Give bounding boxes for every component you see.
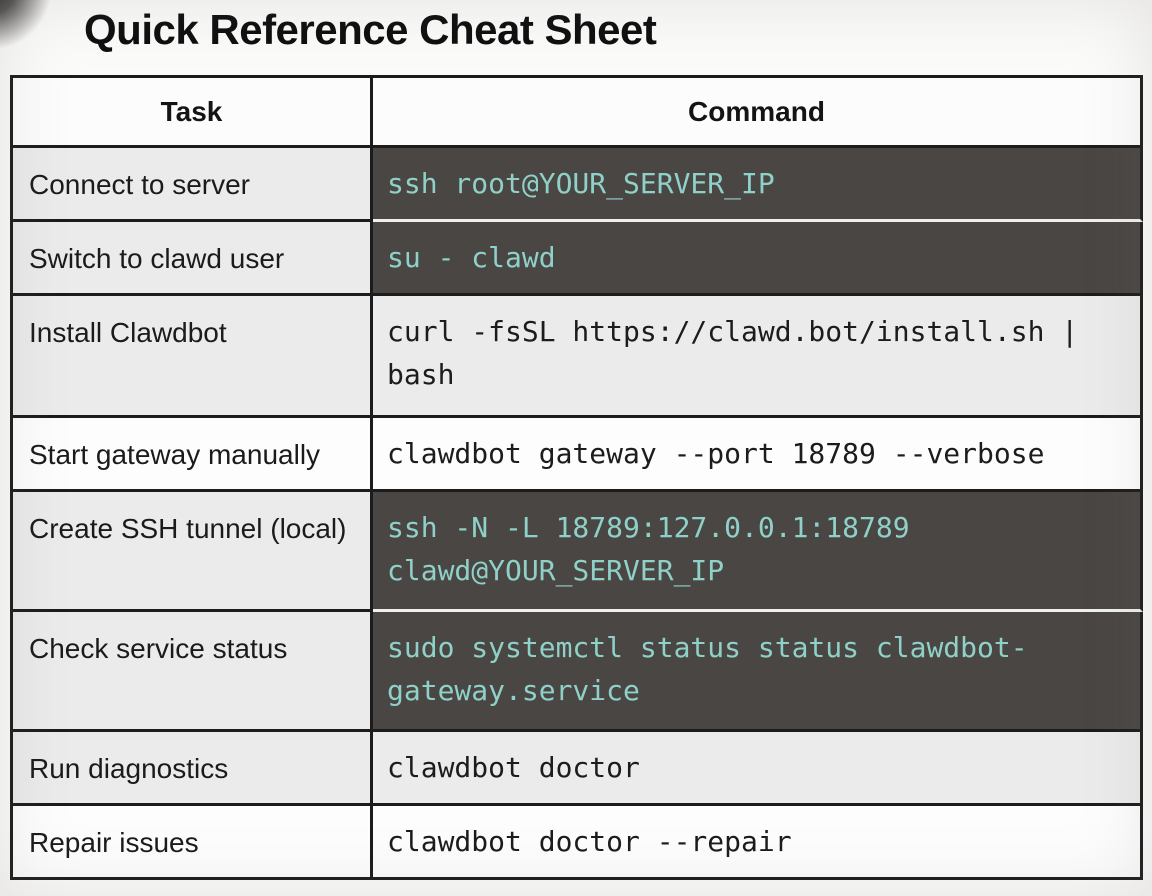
- cheat-sheet-table: Task Command Connect to server ssh root@…: [10, 75, 1143, 880]
- table-row: Install Clawdbot curl -fsSL https://claw…: [13, 296, 1143, 418]
- task-cell: Create SSH tunnel (local): [13, 492, 373, 612]
- command-cell: sudo systemctl status status clawdbot-ga…: [373, 612, 1143, 732]
- task-cell: Start gateway manually: [13, 418, 373, 492]
- corner-dark-artifact: [0, 0, 90, 80]
- task-cell: Switch to clawd user: [13, 222, 373, 296]
- table-row: Start gateway manually clawdbot gateway …: [13, 418, 1143, 492]
- command-cell: curl -fsSL https://clawd.bot/install.sh …: [373, 296, 1143, 418]
- command-cell: clawdbot gateway --port 18789 --verbose: [373, 418, 1143, 492]
- task-cell: Connect to server: [13, 148, 373, 222]
- table-row: Check service status sudo systemctl stat…: [13, 612, 1143, 732]
- table-row: Switch to clawd user su - clawd: [13, 222, 1143, 296]
- command-cell: ssh root@YOUR_SERVER_IP: [373, 148, 1143, 222]
- table-row: Connect to server ssh root@YOUR_SERVER_I…: [13, 148, 1143, 222]
- task-cell: Run diagnostics: [13, 732, 373, 806]
- table-row: Repair issues clawdbot doctor --repair: [13, 806, 1143, 880]
- page-title: Quick Reference Cheat Sheet: [84, 6, 657, 53]
- command-cell: ssh -N -L 18789:127.0.0.1:18789 clawd@YO…: [373, 492, 1143, 612]
- command-cell: clawdbot doctor --repair: [373, 806, 1143, 880]
- table-row: Run diagnostics clawdbot doctor: [13, 732, 1143, 806]
- command-cell: clawdbot doctor: [373, 732, 1143, 806]
- table-row: Create SSH tunnel (local) ssh -N -L 1878…: [13, 492, 1143, 612]
- column-header-task: Task: [13, 78, 373, 148]
- task-cell: Repair issues: [13, 806, 373, 880]
- task-cell: Install Clawdbot: [13, 296, 373, 418]
- task-cell: Check service status: [13, 612, 373, 732]
- header-row: Task Command: [13, 78, 1143, 148]
- command-cell: su - clawd: [373, 222, 1143, 296]
- column-header-command: Command: [373, 78, 1143, 148]
